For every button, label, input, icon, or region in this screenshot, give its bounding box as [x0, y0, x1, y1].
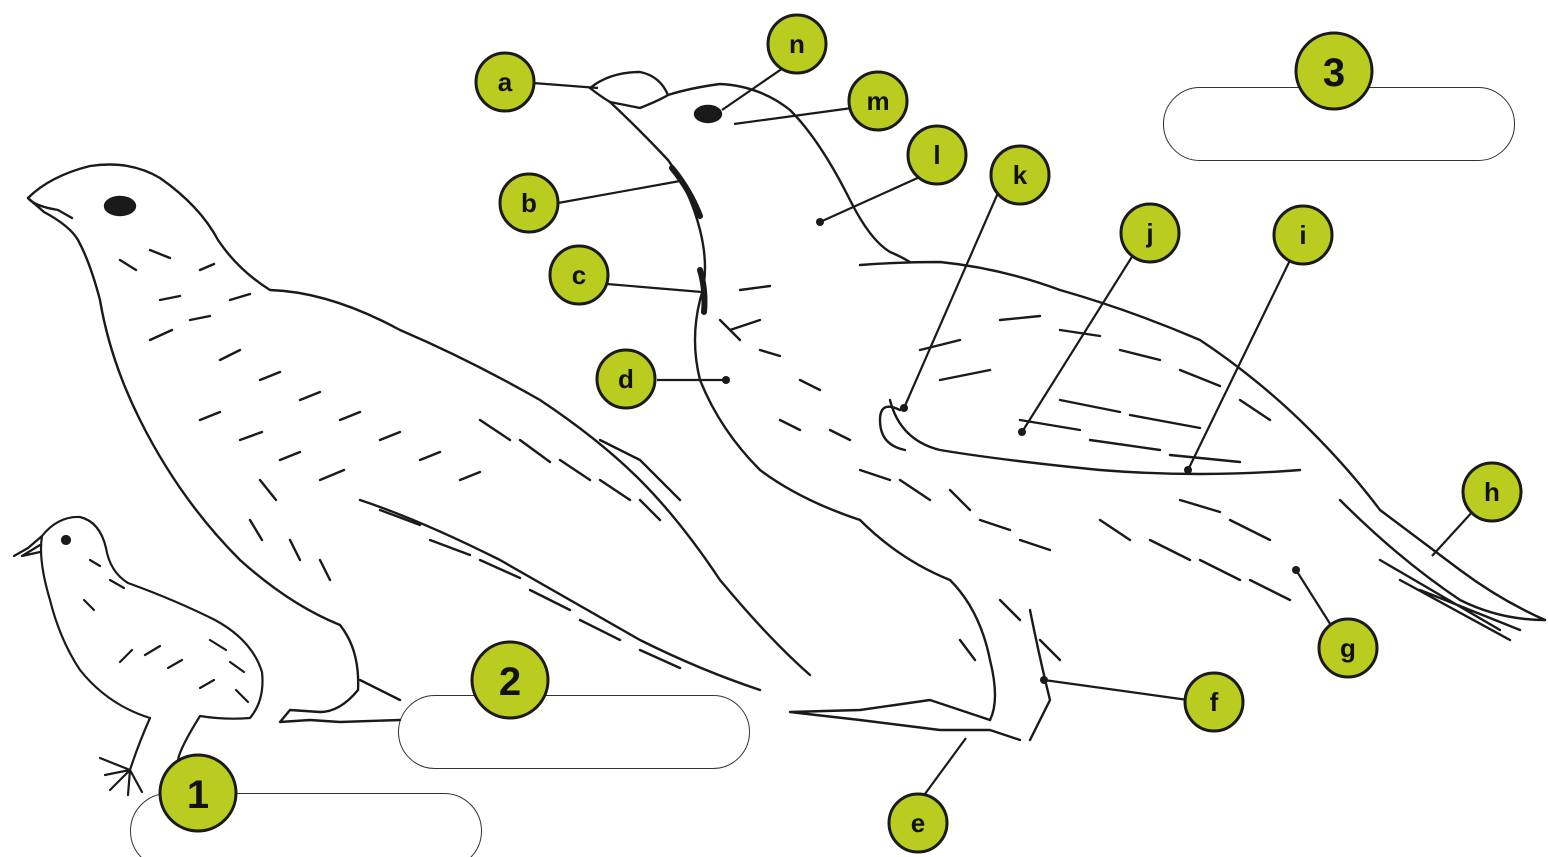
label-e: e — [911, 808, 925, 838]
leader-dots — [722, 218, 1300, 684]
label-2: 2 — [499, 660, 521, 704]
label-n: n — [789, 29, 805, 59]
label-f: f — [1210, 687, 1219, 717]
hen-drawing — [28, 165, 810, 723]
part-badge-labels: a b c d e f g h i j k l m n — [498, 29, 1500, 838]
label-b: b — [521, 188, 537, 218]
label-3: 3 — [1323, 51, 1345, 95]
label-i: i — [1299, 220, 1306, 250]
label-m: m — [866, 86, 889, 116]
label-c: c — [572, 260, 586, 290]
label-g: g — [1340, 633, 1356, 663]
bird-number-labels: 1 2 3 — [187, 51, 1345, 817]
label-h: h — [1484, 477, 1500, 507]
label-d: d — [618, 364, 634, 394]
chick-drawing — [14, 517, 263, 795]
male-grouse-drawing — [590, 72, 1545, 740]
label-j: j — [1145, 218, 1153, 248]
label-a: a — [498, 67, 513, 97]
label-l: l — [933, 140, 940, 170]
label-k: k — [1013, 160, 1028, 190]
label-1: 1 — [187, 773, 209, 817]
part-badges — [476, 15, 1521, 852]
